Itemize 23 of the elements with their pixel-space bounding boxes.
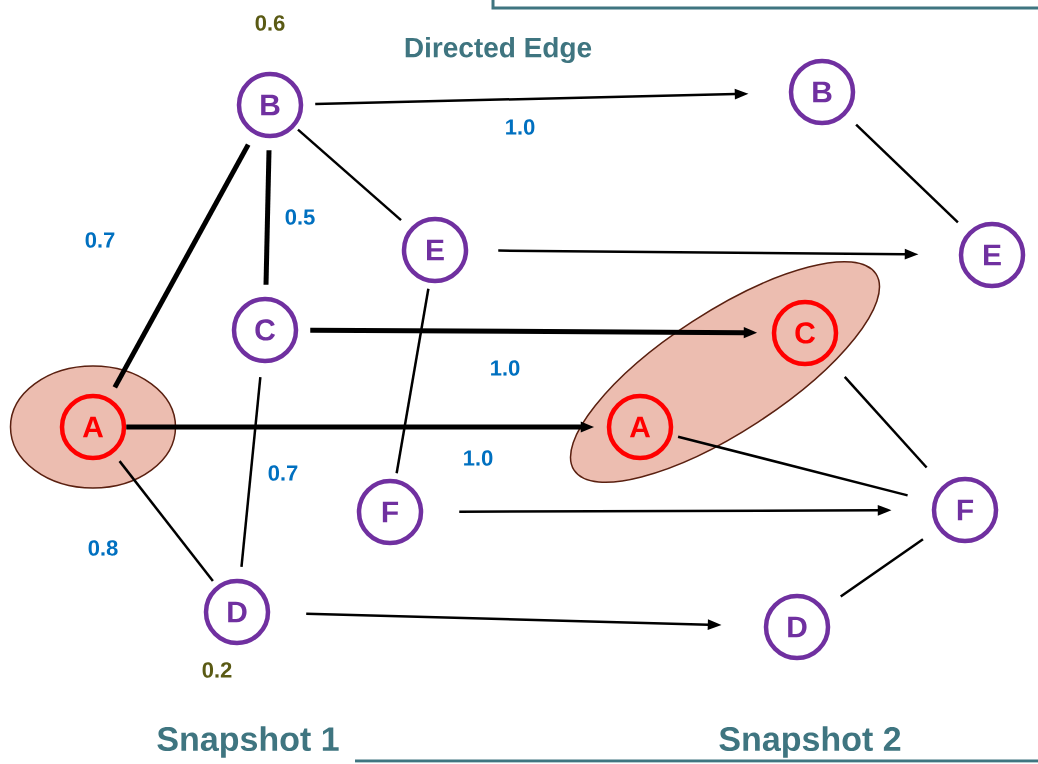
connector-line [840,538,924,598]
heading: Directed Edge [405,36,592,64]
edge-label: 0.8 [86,539,120,557]
edge-label: 1.0 [503,118,537,136]
edge-label: 0.5 [283,208,317,226]
connector-line [395,288,430,474]
connector-line [297,128,402,222]
edge-label: 1.0 [488,359,522,377]
edge-label: 1.0 [461,449,495,467]
snapshot-label: Snapshot 2 [719,726,901,758]
group-ellipse [9,365,177,489]
connector-line [118,460,214,582]
connector-line [112,143,251,389]
connector-line [843,376,928,469]
edge-label: 0.7 [83,231,117,249]
node-weight: 0.2 [202,662,232,678]
snapshot-label: Snapshot 1 [157,726,339,758]
edge-label: 0.7 [266,464,300,482]
connector-line [855,123,959,224]
connector-line [677,435,908,497]
connector-line [263,150,272,285]
node-weight: 0.6 [255,15,285,31]
connector-line [240,376,262,568]
